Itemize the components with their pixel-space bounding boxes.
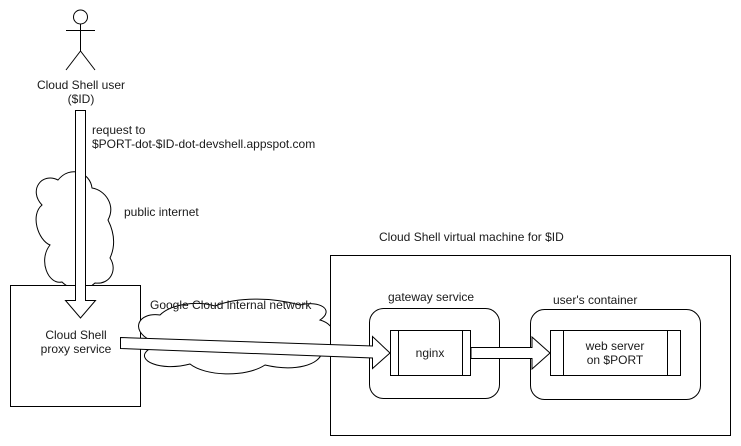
- nginx-label: nginx: [415, 346, 445, 360]
- request-label: request to $PORT-dot-$ID-dot-devshell.ap…: [92, 123, 315, 151]
- webserver-process-box: [550, 330, 681, 376]
- webserver-label-line2: on $PORT: [586, 353, 644, 367]
- public-internet-label: public internet: [124, 205, 199, 219]
- actor-label-line1: Cloud Shell user: [36, 78, 126, 92]
- vm-label: Cloud Shell virtual machine for $ID: [379, 230, 564, 244]
- request-arrow: [64, 110, 97, 319]
- user-container-label: user's container: [553, 293, 638, 307]
- actor-label: Cloud Shell user ($ID): [20, 78, 142, 106]
- request-label-line1: request to: [92, 123, 146, 137]
- proxy-to-nginx-arrow: [120, 335, 391, 370]
- public-internet-cloud: [35, 171, 115, 290]
- gateway-service-label: gateway service: [388, 290, 475, 304]
- webserver-label: web server on $PORT: [563, 339, 667, 367]
- proxy-label-line1: Cloud Shell: [45, 328, 107, 342]
- stick-figure-icon: [65, 9, 96, 71]
- actor-label-line2: ($ID): [67, 92, 95, 106]
- nginx-to-webserver-arrow: [470, 335, 551, 371]
- nginx-process-box: [390, 330, 471, 376]
- proxy-label-line2: proxy service: [40, 342, 112, 356]
- request-label-line2: $PORT-dot-$ID-dot-devshell.appspot.com: [92, 137, 316, 151]
- proxy-service-label: Cloud Shell proxy service: [20, 328, 132, 356]
- internal-network-label: Google Cloud internal network: [150, 298, 312, 312]
- webserver-label-line1: web server: [585, 339, 645, 353]
